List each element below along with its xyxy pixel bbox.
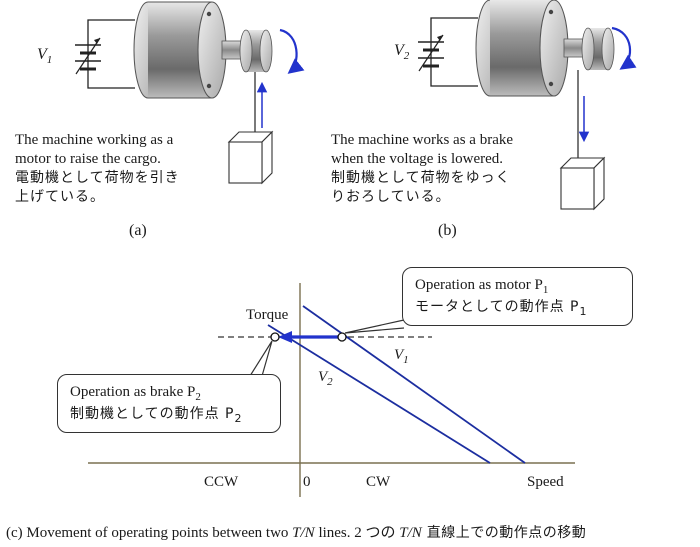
motor-callout-tail — [344, 319, 405, 334]
tn-line-v2 — [267, 324, 491, 464]
panel-b-caption: (b) — [438, 222, 457, 239]
panel-a-text-jp-1: 電動機として荷物を引き — [15, 170, 180, 186]
tn-line-v1-label: V1 — [394, 347, 409, 366]
panel-a-text-en-1: The machine working as a — [15, 132, 174, 148]
panel-b-text-jp-1: 制動機として荷物をゆっく — [331, 170, 511, 186]
panel-b-text-jp-2: りおろしている。 — [331, 189, 451, 205]
operating-point-p1 — [337, 332, 347, 342]
battery-voltage-label-v1: V1 — [37, 46, 53, 67]
shaft-drum-icon — [563, 27, 615, 71]
battery-voltage-label-v2: V2 — [394, 42, 410, 63]
rotation-arrow-icon — [279, 28, 305, 74]
motor-callout-jp: モータとしての動作点 P1 — [415, 299, 588, 318]
motor-operating-point-callout: Operation as motor P1 モータとしての動作点 P1 — [402, 267, 633, 326]
panel-b-text-en-2: when the voltage is lowered. — [331, 151, 504, 167]
cw-label: CW — [366, 474, 391, 490]
variable-battery-icon — [418, 34, 444, 72]
origin-zero-label: 0 — [303, 474, 311, 490]
ccw-label: CCW — [204, 474, 239, 490]
tn-line-v2-label: V2 — [318, 369, 333, 388]
brake-operating-point-callout: Operation as brake P2 制動機としての動作点 P2 — [57, 374, 281, 433]
brake-callout-en: Operation as brake P2 — [70, 384, 201, 403]
panel-b-brake-diagram — [418, 0, 637, 211]
panel-a-motor-diagram — [75, 1, 305, 185]
tn-line-v1 — [302, 305, 526, 464]
brake-callout-jp: 制動機としての動作点 P2 — [70, 406, 243, 425]
cargo-box-icon — [559, 156, 606, 211]
panel-a-caption: (a) — [129, 222, 147, 239]
variable-battery-icon — [75, 37, 101, 75]
motor-body-icon — [475, 0, 569, 97]
panel-c-caption: (c) Movement of operating points between… — [6, 525, 587, 541]
rotation-arrow-icon — [611, 26, 637, 70]
shaft-drum-icon — [221, 29, 273, 73]
brake-callout-tail — [249, 340, 273, 377]
panel-a-text-en-2: motor to raise the cargo. — [15, 151, 161, 167]
panel-b-text-en-1: The machine works as a brake — [331, 132, 514, 148]
motor-callout-en: Operation as motor P1 — [415, 277, 549, 296]
motor-body-icon — [133, 1, 227, 99]
speed-axis-label: Speed — [527, 474, 564, 490]
panel-c-tn-chart — [88, 283, 575, 497]
torque-axis-label: Torque — [246, 307, 289, 323]
cargo-box-icon — [227, 130, 274, 185]
panel-a-text-jp-2: 上げている。 — [15, 189, 105, 205]
operating-point-p2 — [270, 332, 280, 342]
shift-arrowhead-icon — [278, 331, 292, 343]
